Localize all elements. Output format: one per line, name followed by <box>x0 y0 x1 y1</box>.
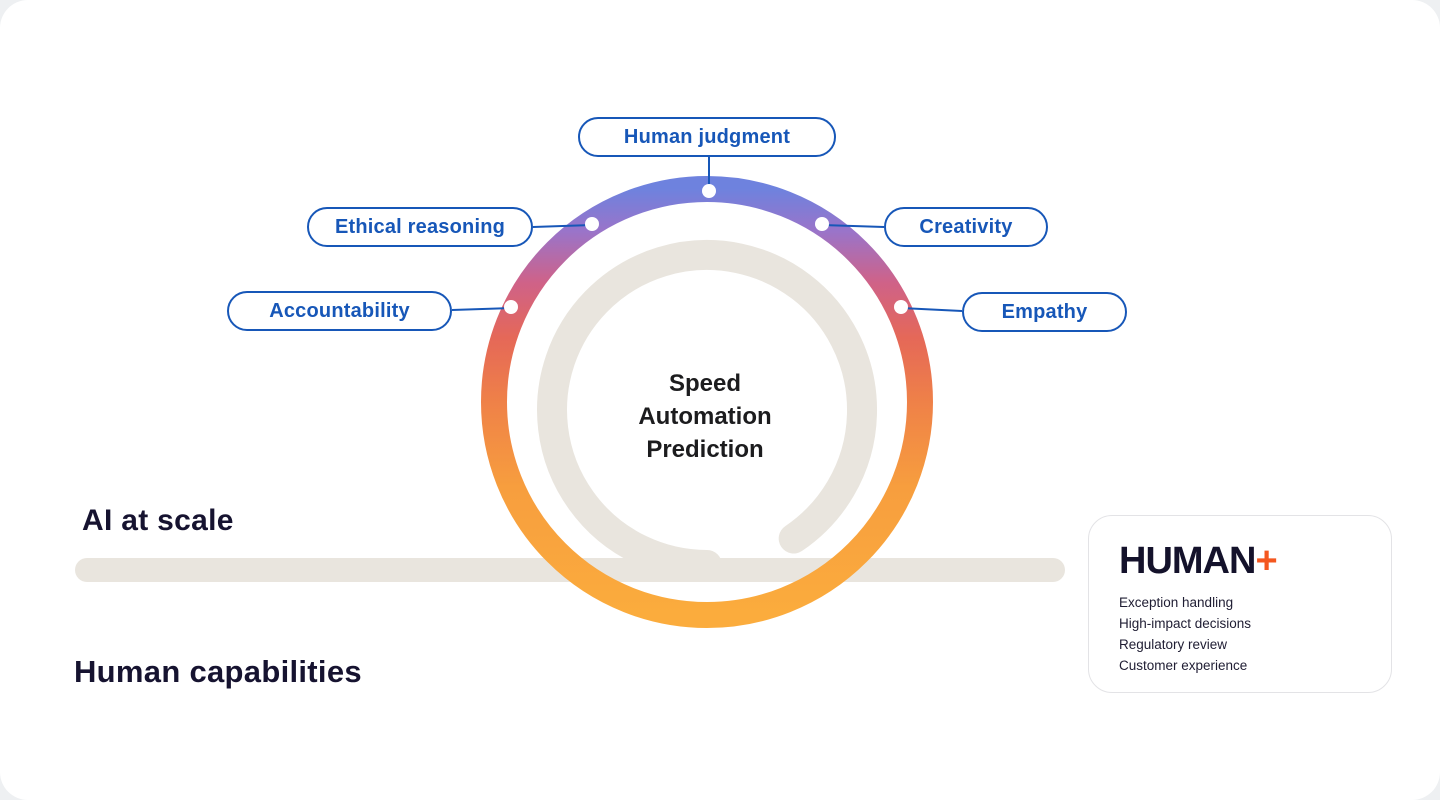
list-item: High-impact decisions <box>1119 616 1252 631</box>
list-item: Exception handling <box>1119 595 1234 610</box>
callout-label: Human judgment <box>623 125 791 148</box>
loop-center-text: Speed Automation Prediction <box>565 367 845 466</box>
human-plus-item-list: Exception handling High-impact decisions… <box>1119 592 1361 676</box>
plus-icon: + <box>1255 540 1278 582</box>
connector-accountability <box>451 307 512 311</box>
callout-label: Accountability <box>269 299 410 322</box>
callout-accountability: Accountability <box>227 291 452 331</box>
node-dot-accountability <box>504 300 518 314</box>
list-item: Customer experience <box>1119 658 1248 673</box>
list-item: Regulatory review <box>1119 637 1228 652</box>
node-dot-human-judgment <box>702 184 716 198</box>
human-plus-card: HUMAN+ Exception handling High-impact de… <box>1088 515 1392 693</box>
callout-empathy: Empathy <box>962 292 1127 332</box>
ai-at-scale-label: AI at scale <box>82 504 234 537</box>
connector-creativity <box>821 224 885 228</box>
human-plus-title: HUMAN+ <box>1119 542 1361 580</box>
callout-label: Empathy <box>1001 300 1088 323</box>
callout-label: Creativity <box>919 215 1013 238</box>
node-dot-empathy <box>894 300 908 314</box>
center-line-speed: Speed <box>668 370 742 397</box>
connector-ethical-reasoning <box>532 224 593 228</box>
callout-human-judgment: Human judgment <box>578 117 836 157</box>
node-dot-ethical-reasoning <box>585 217 599 231</box>
loop-node-dots <box>504 184 908 314</box>
connector-empathy <box>900 307 963 312</box>
callout-ethical-reasoning: Ethical reasoning <box>307 207 533 247</box>
human-plus-title-text: HUMAN <box>1119 540 1256 582</box>
human-capabilities-label: Human capabilities <box>74 654 362 689</box>
callout-label: Ethical reasoning <box>334 215 506 238</box>
center-line-prediction: Prediction <box>646 436 764 463</box>
node-dot-creativity <box>815 217 829 231</box>
callout-creativity: Creativity <box>884 207 1048 247</box>
inner-loop-ring <box>537 240 878 580</box>
center-line-automation: Automation <box>638 403 772 430</box>
